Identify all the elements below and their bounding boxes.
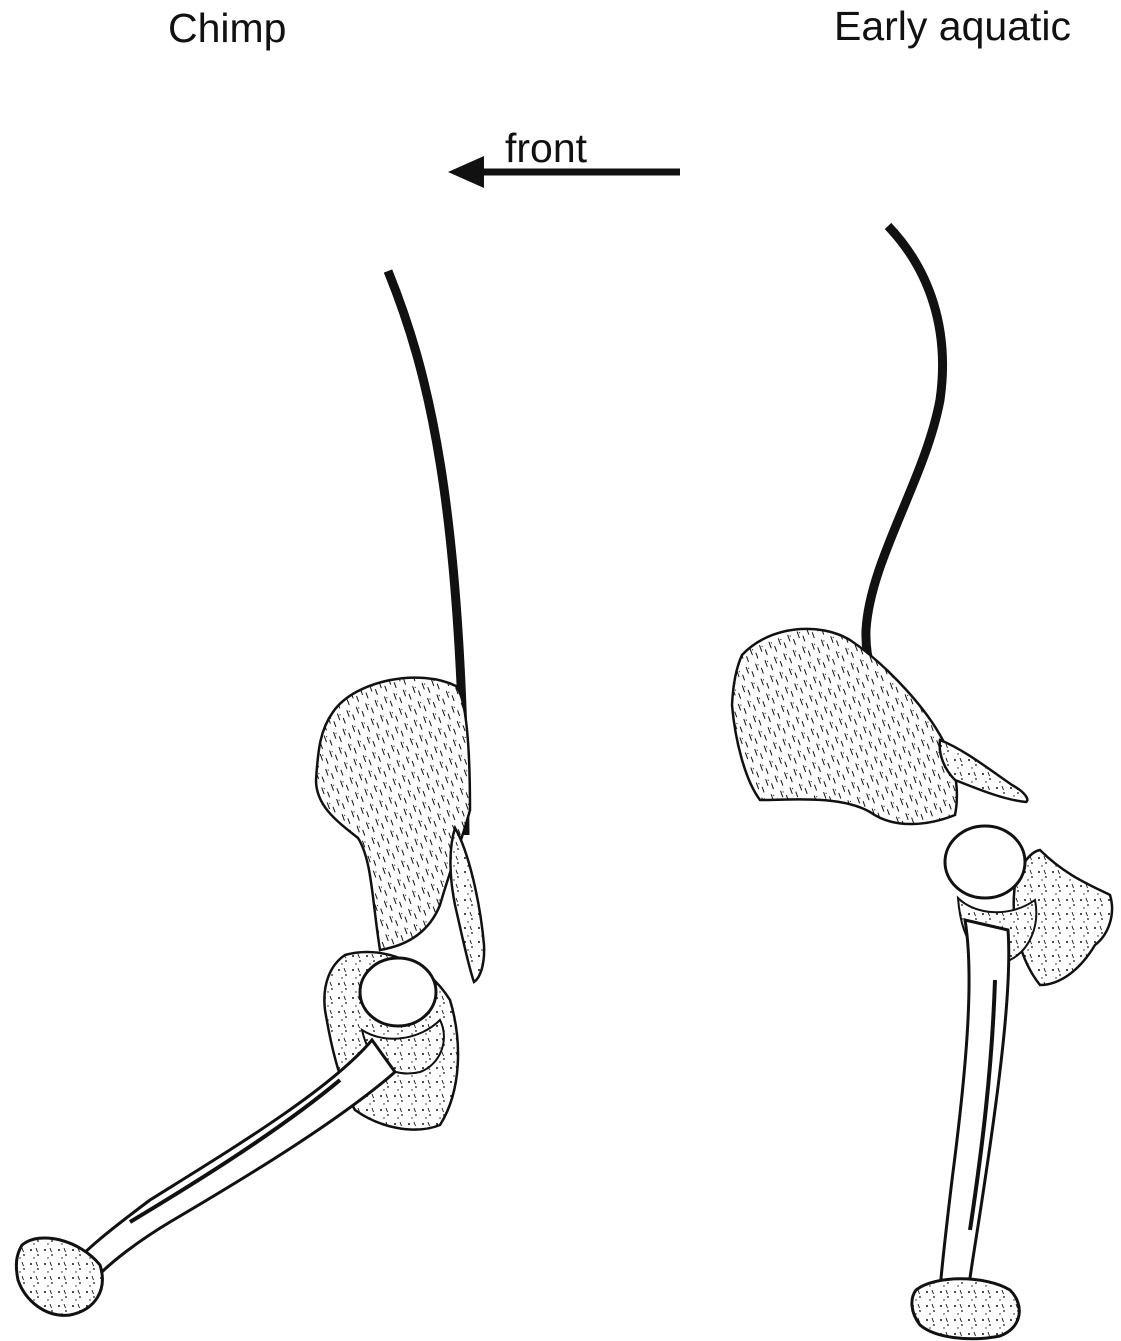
early-aquatic-skeleton (732, 226, 1112, 1339)
direction-arrow (448, 156, 680, 188)
aquatic-femur (940, 920, 1009, 1292)
chimp-skeleton (16, 271, 484, 1315)
chimp-hip-joint (360, 958, 436, 1026)
chimp-femur (70, 1040, 395, 1282)
aquatic-hip-joint (945, 826, 1025, 898)
aquatic-ilium (732, 629, 957, 824)
arrow-head (448, 156, 484, 188)
chimp-ilium (316, 678, 470, 950)
aquatic-knee (912, 1279, 1019, 1339)
chimp-sacrum (450, 828, 484, 982)
